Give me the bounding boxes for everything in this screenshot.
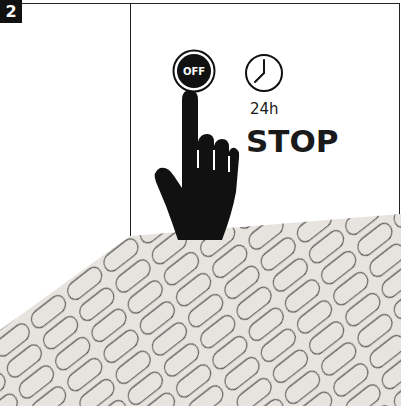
stop-label: STOP: [246, 123, 339, 159]
clock-icon: [246, 55, 282, 91]
button-ring: [174, 51, 215, 92]
pointing-hand: [155, 90, 240, 240]
off-button: OFF: [177, 54, 211, 88]
frame-line: [22, 3, 399, 4]
step-number-box: 2: [0, 0, 22, 23]
node-text: OFF: [183, 66, 205, 77]
wall-corner: [130, 4, 131, 236]
duration-label: 24h: [250, 100, 279, 118]
node-text: 2: [5, 2, 16, 21]
